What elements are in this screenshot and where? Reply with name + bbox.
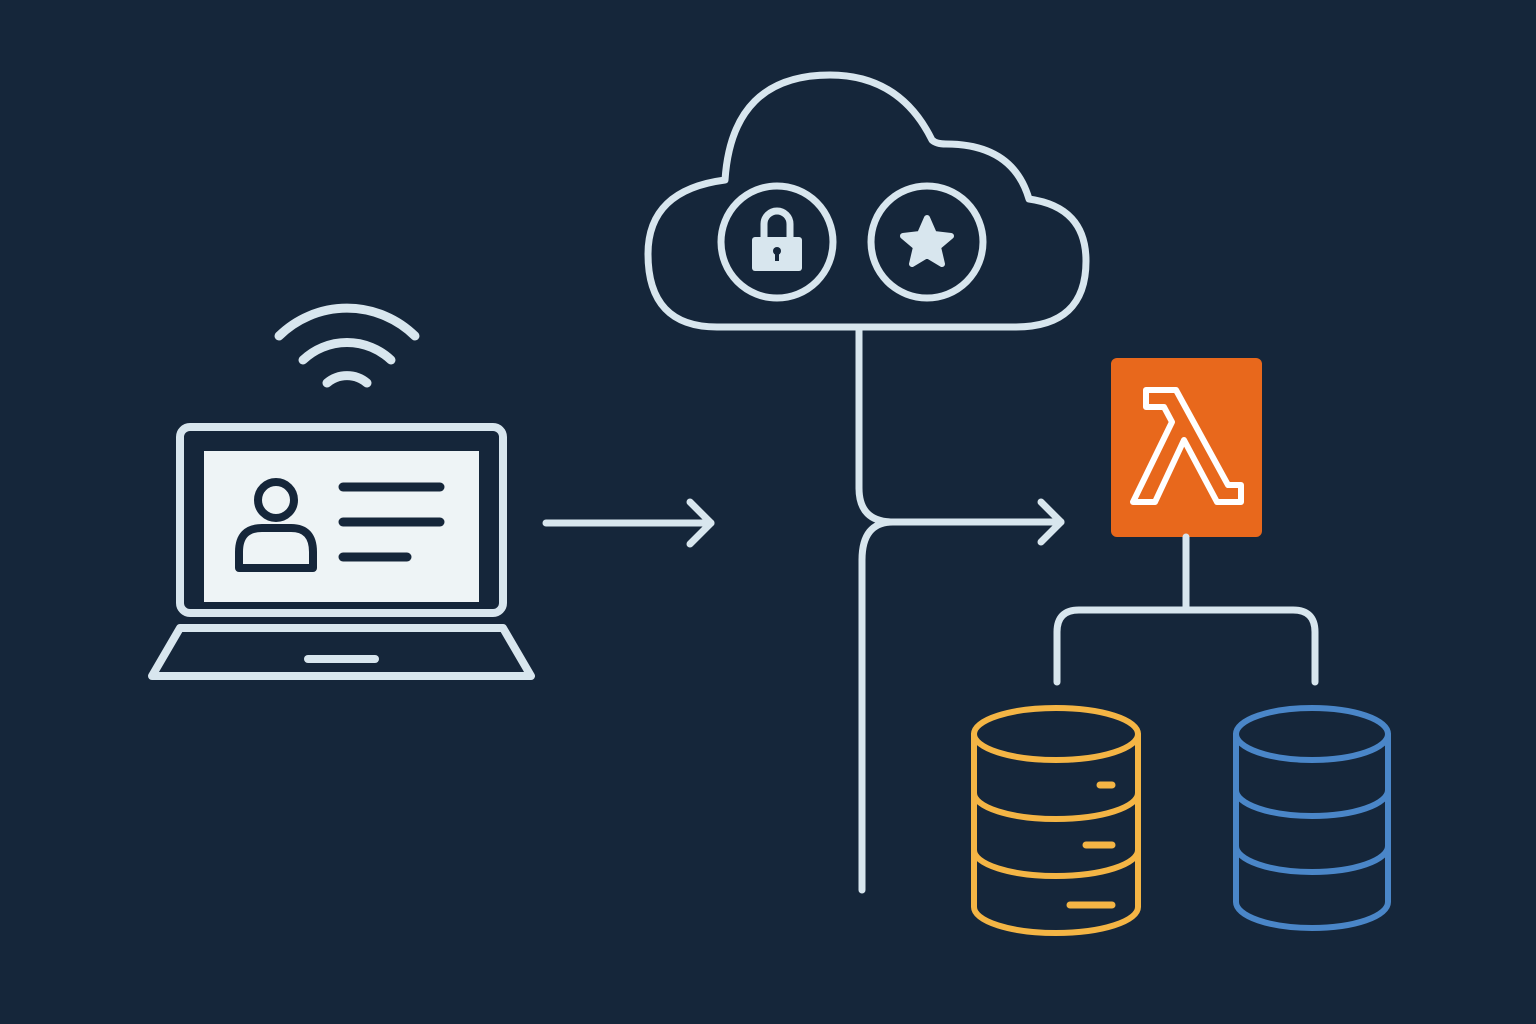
lock-icon [752, 207, 802, 271]
star-badge [867, 182, 987, 302]
wifi-icon [274, 303, 420, 388]
cloud-icon[interactable] [644, 71, 1090, 331]
function-to-db-branch [1053, 533, 1319, 686]
client-to-cloud-arrow [542, 498, 715, 548]
laptop-base [148, 624, 535, 680]
lock-badge [717, 182, 837, 302]
cloud-backbone [855, 326, 897, 894]
laptop-screen-frame [176, 423, 507, 617]
cloud-to-function-arrow [889, 498, 1065, 546]
laptop-icon[interactable] [148, 423, 535, 680]
user-body-icon [235, 524, 317, 572]
lambda-icon [1130, 387, 1244, 505]
star-icon [900, 215, 954, 267]
user-profile-card [235, 478, 445, 572]
cloud-outline [644, 71, 1090, 331]
database-icon[interactable] [1233, 705, 1391, 931]
lambda-function[interactable] [1111, 358, 1262, 537]
user-avatar-icon [254, 478, 298, 522]
database-icon[interactable] [971, 705, 1141, 936]
